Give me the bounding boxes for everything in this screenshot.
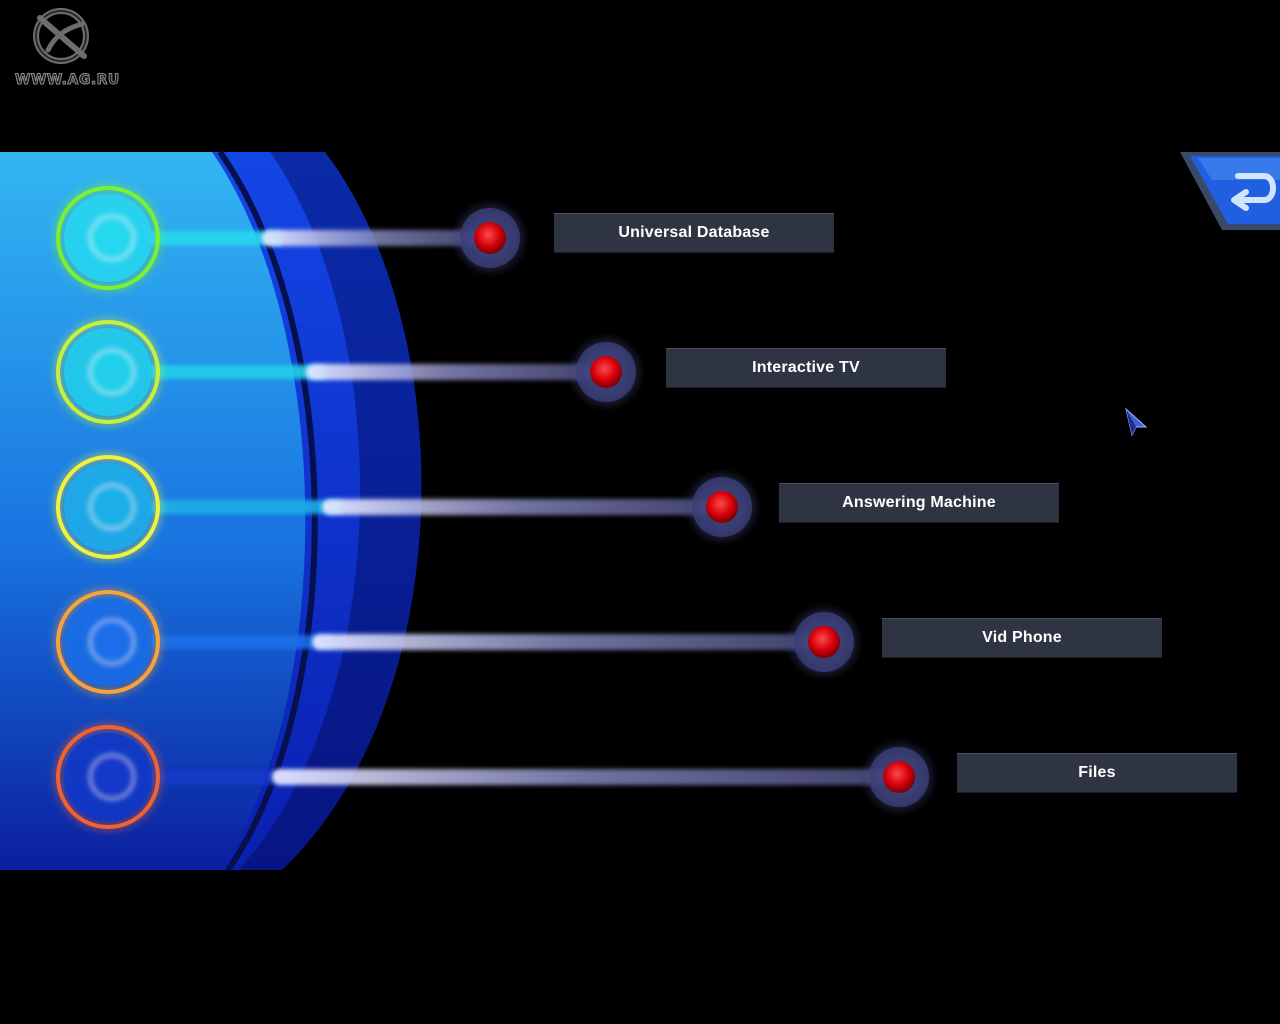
hub-connector [150,635,332,649]
selector-ring-icon[interactable] [56,455,160,559]
hub-connector [150,770,292,784]
selector-ring-icon[interactable] [56,590,160,694]
pointer-cursor-icon [1125,407,1148,437]
menu-row [54,184,530,292]
hub-connector [150,231,282,245]
menu-row [54,723,939,831]
light-beam [272,769,899,785]
menu-row [54,453,762,561]
selector-ring-icon[interactable] [56,725,160,829]
watermark-text: WWW.AG.RU [15,72,120,89]
ag-logo: WWW.AG.RU [6,4,122,90]
ring-center-icon [87,617,137,667]
menu-button-interactive-tv[interactable]: Interactive TV [666,348,946,388]
menu-button-universal-database[interactable]: Universal Database [554,213,834,253]
return-arrow-icon [1180,152,1280,230]
hub-connector [150,500,342,514]
ring-center-icon [87,213,137,263]
ring-center-icon [87,347,137,397]
light-beam [322,499,722,515]
hub-connector [150,365,326,379]
ring-center-icon [87,752,137,802]
menu-button-files[interactable]: Files [957,753,1237,793]
red-node-icon[interactable] [706,491,738,523]
menu-button-answering-machine[interactable]: Answering Machine [779,483,1059,523]
red-node-icon[interactable] [808,626,840,658]
light-beam [262,230,490,246]
red-node-icon[interactable] [883,761,915,793]
ring-center-icon [87,482,137,532]
red-node-icon[interactable] [474,222,506,254]
menu-button-vid-phone[interactable]: Vid Phone [882,618,1162,658]
menu-row [54,318,646,426]
menu-row [54,588,864,696]
menu-rows [54,184,939,831]
selector-ring-icon[interactable] [56,186,160,290]
ag-logo-icon [33,8,89,64]
light-beam [306,364,606,380]
red-node-icon[interactable] [590,356,622,388]
light-beam [312,634,824,650]
back-button[interactable] [1176,150,1280,232]
selector-ring-icon[interactable] [56,320,160,424]
